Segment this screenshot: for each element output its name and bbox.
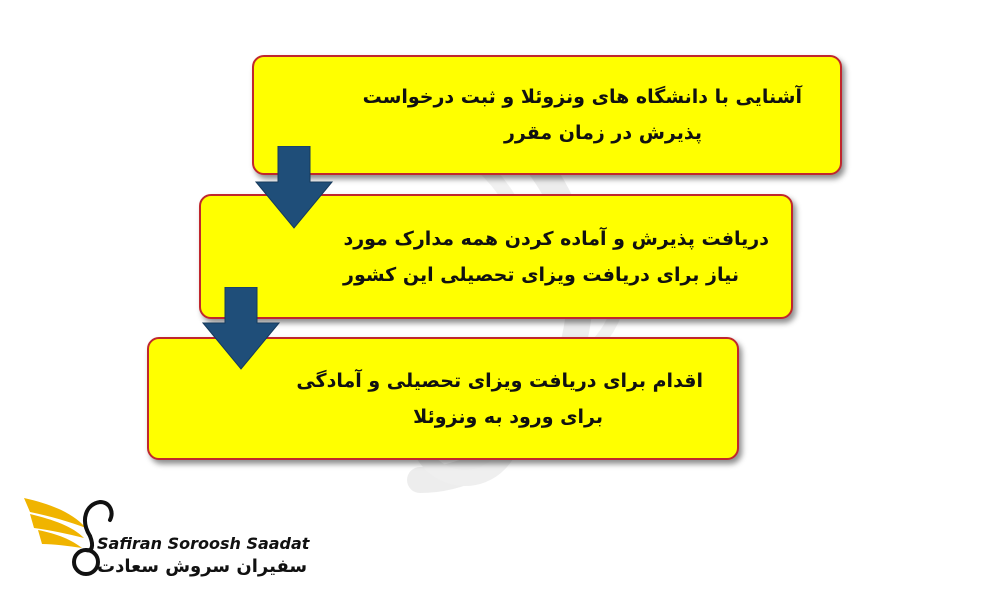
- step-1-line-2: پذیرش در زمان مقرر: [503, 122, 702, 144]
- step-1-line-1: آشنایی با دانشگاه های ونزوئلا و ثبت درخو…: [362, 86, 802, 108]
- eagle-logo-icon: [24, 498, 114, 576]
- step-2-line-2: نیاز برای دریافت ویزای تحصیلی این کشور: [343, 263, 739, 286]
- step-3-line-1: اقدام برای دریافت ویزای تحصیلی و آمادگی: [296, 369, 703, 392]
- down-arrow-icon: [201, 287, 281, 370]
- brand-name-persian: سفیران سروش سعادت: [97, 556, 308, 577]
- down-arrow-icon: [254, 146, 334, 229]
- step-box-1: آشنایی با دانشگاه های ونزوئلا و ثبت درخو…: [252, 55, 842, 175]
- step-2-line-1: دریافت پذیرش و آماده کردن همه مدارک مورد: [343, 227, 769, 250]
- brand-name-english: Safiran Soroosh Saadat: [97, 534, 310, 553]
- step-3-line-2: برای ورود به ونزوئلا: [413, 405, 603, 428]
